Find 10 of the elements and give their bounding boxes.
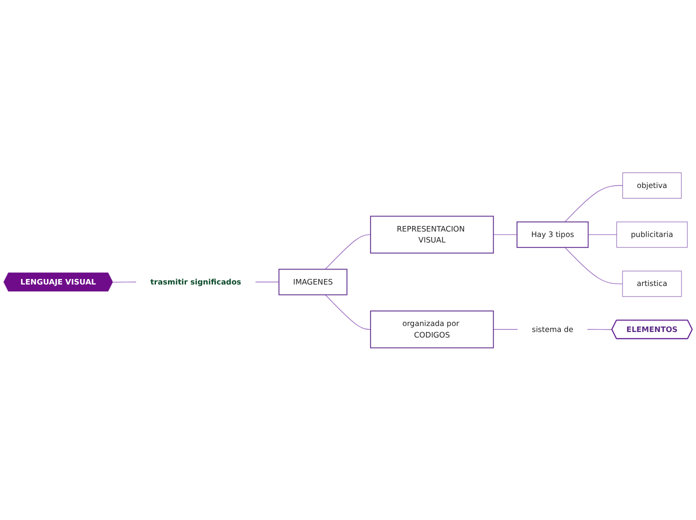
- connector: [588, 234, 618, 235]
- connector: [324, 234, 371, 270]
- connector: [254, 281, 280, 282]
- connector: [324, 294, 371, 330]
- connector: [493, 328, 518, 330]
- connector: [587, 328, 612, 330]
- connector: [564, 246, 623, 284]
- connector: [112, 281, 137, 282]
- connector: [493, 234, 518, 235]
- connector: [564, 184, 624, 222]
